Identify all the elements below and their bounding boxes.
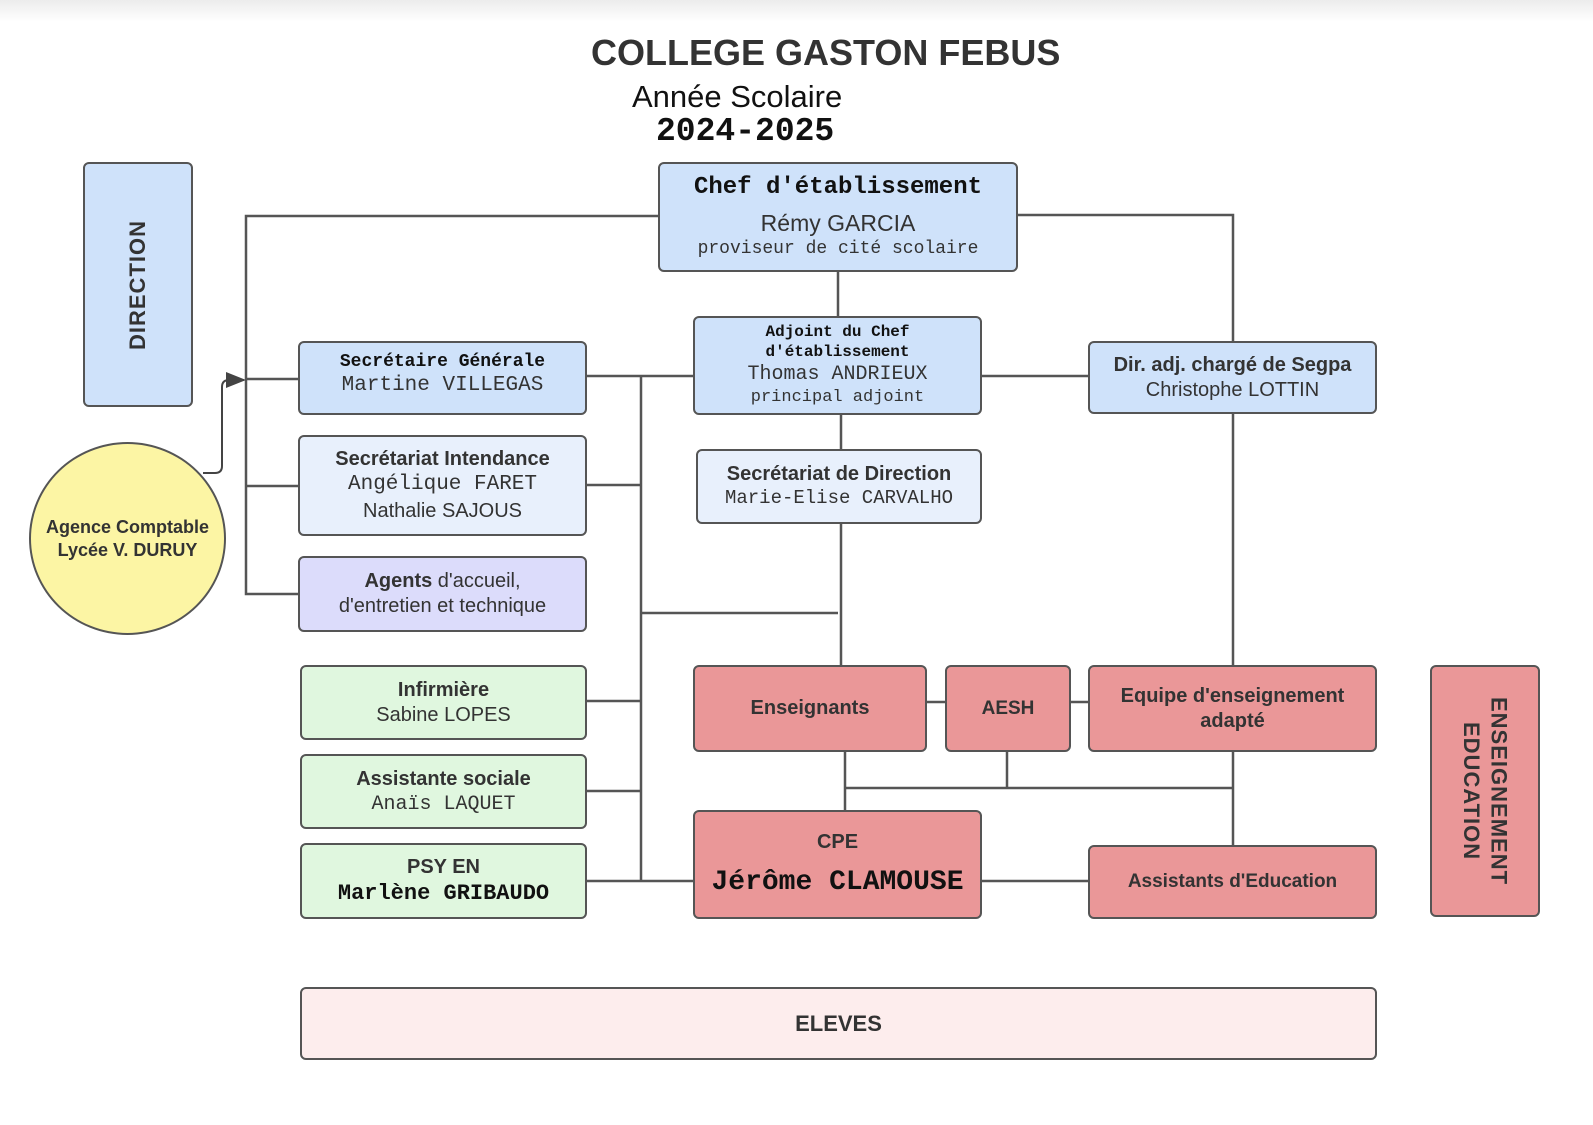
assistants-education-title: Assistants d'Education bbox=[1127, 871, 1338, 893]
segpa-title: Dir. adj. chargé de Segpa bbox=[1113, 353, 1352, 376]
page-title: COLLEGE GASTON FEBUS bbox=[591, 32, 1061, 73]
adjoint-role: principal adjoint bbox=[750, 388, 925, 408]
agence-line1: Agence Comptable bbox=[45, 517, 210, 537]
agence-comptable-circle: Agence Comptable Lycée V. DURUY bbox=[29, 442, 226, 635]
segpa-name: Christophe LOTTIN bbox=[1145, 378, 1320, 401]
chef-etablissement-box: Chef d'établissement Rémy GARCIA provise… bbox=[658, 162, 1018, 272]
direction-label-box: DIRECTION bbox=[83, 162, 193, 407]
direction-label: DIRECTION bbox=[125, 219, 151, 350]
eleves-title: ELEVES bbox=[795, 1010, 882, 1036]
agents-line2: d'entretien et technique bbox=[338, 595, 547, 617]
secretariat-direction-title: Secrétariat de Direction bbox=[726, 463, 952, 486]
intendance-title: Secrétariat Intendance bbox=[335, 448, 550, 471]
assistante-sociale-name: Anaïs LAQUET bbox=[371, 792, 516, 816]
infirmiere-name: Sabine LOPES bbox=[376, 703, 511, 726]
cpe-title: CPE bbox=[816, 830, 859, 853]
enseignants-box: Enseignants bbox=[693, 665, 927, 752]
intendance-name-2: Nathalie SAJOUS bbox=[363, 499, 522, 522]
equipe-line1: Equipe d'enseignement bbox=[1120, 684, 1345, 707]
secretariat-direction-name: Marie-Elise CARVALHO bbox=[724, 487, 954, 510]
secretaire-generale-box: Secrétaire Générale Martine VILLEGAS bbox=[298, 341, 587, 415]
assistante-sociale-box: Assistante sociale Anaïs LAQUET bbox=[300, 754, 587, 829]
secretaire-generale-title: Secrétaire Générale bbox=[339, 351, 546, 372]
secretariat-direction-box: Secrétariat de Direction Marie-Elise CAR… bbox=[696, 449, 982, 524]
intendance-name-1: Angélique FARET bbox=[347, 473, 538, 497]
secretariat-intendance-box: Secrétariat Intendance Angélique FARET N… bbox=[298, 435, 587, 536]
enseignants-title: Enseignants bbox=[750, 697, 870, 719]
cpe-box: CPE Jérôme CLAMOUSE bbox=[693, 810, 982, 919]
adjoint-title-line2: d'établissement bbox=[765, 343, 910, 362]
secretaire-generale-name: Martine VILLEGAS bbox=[341, 374, 544, 398]
assistants-education-box: Assistants d'Education bbox=[1088, 845, 1377, 919]
agents-title-rest: d'accueil, bbox=[432, 570, 521, 592]
psy-title: PSY EN bbox=[407, 855, 480, 878]
top-fade bbox=[0, 0, 1593, 22]
adjoint-name: Thomas ANDRIEUX bbox=[747, 363, 928, 387]
education-label: EDUCATION bbox=[1459, 721, 1484, 861]
agents-box: Agents d'accueil, d'entretien et techniq… bbox=[298, 556, 587, 632]
chef-role: proviseur de cité scolaire bbox=[697, 239, 979, 260]
agents-title-bold: Agents bbox=[364, 570, 433, 592]
chef-name: Rémy GARCIA bbox=[760, 210, 916, 237]
equipe-enseignement-adapte-box: Equipe d'enseignement adapté bbox=[1088, 665, 1377, 752]
aesh-box: AESH bbox=[945, 665, 1071, 752]
adjoint-title-line1: Adjoint du Chef bbox=[765, 323, 910, 342]
equipe-line2: adapté bbox=[1200, 709, 1265, 732]
chef-title: Chef d'établissement bbox=[693, 174, 983, 202]
psy-name: Marlène GRIBAUDO bbox=[337, 880, 550, 906]
school-year: 2024-2025 bbox=[656, 113, 835, 150]
aesh-title: AESH bbox=[981, 697, 1035, 719]
assistante-sociale-title: Assistante sociale bbox=[356, 767, 531, 790]
adjoint-box: Adjoint du Chef d'établissement Thomas A… bbox=[693, 316, 982, 415]
infirmiere-box: Infirmière Sabine LOPES bbox=[300, 665, 587, 740]
enseignement-label: ENSEIGNEMENT bbox=[1486, 696, 1512, 886]
education-enseignement-label-box: EDUCATION ENSEIGNEMENT bbox=[1430, 665, 1540, 917]
cpe-name: Jérôme CLAMOUSE bbox=[711, 866, 964, 898]
school-year-label: Année Scolaire bbox=[632, 79, 843, 114]
infirmiere-title: Infirmière bbox=[397, 678, 490, 701]
segpa-director-box: Dir. adj. chargé de Segpa Christophe LOT… bbox=[1088, 341, 1377, 414]
psy-en-box: PSY EN Marlène GRIBAUDO bbox=[300, 843, 587, 919]
eleves-box: ELEVES bbox=[300, 987, 1377, 1060]
agence-line2: Lycée V. DURUY bbox=[57, 539, 198, 560]
